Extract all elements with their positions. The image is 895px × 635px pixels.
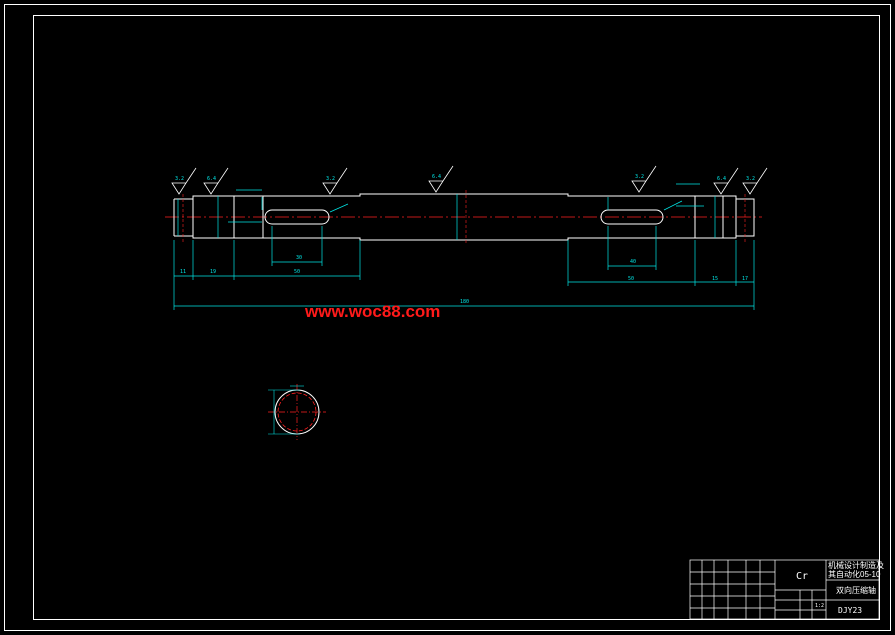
dim-right-seg-1: 50 — [628, 276, 634, 282]
roughness-labels: 3.2 6.4 3.2 6.4 3.2 6.4 3.2 — [175, 174, 755, 182]
roughness-label-3: 3.2 — [326, 176, 335, 182]
roughness-symbols — [171, 165, 768, 195]
dim-left-seg-2: 19 — [210, 269, 216, 275]
title-block-design-title-line1: 机械设计制造及 — [828, 560, 884, 570]
dim-total-length: 180 — [460, 299, 469, 305]
roughness-label-6: 6.4 — [717, 176, 726, 182]
title-block-material: Cr — [796, 571, 808, 582]
dimension-labels: 180 11 19 50 50 15 17 30 40 — [180, 255, 748, 305]
roughness-label-1: 3.2 — [175, 176, 184, 182]
title-block-part-name: 双向压缩轴 — [836, 585, 876, 595]
dim-left-key: 30 — [296, 255, 302, 261]
title-block — [689, 559, 880, 620]
outer-border — [4, 4, 891, 631]
roughness-label-4: 6.4 — [432, 174, 441, 180]
title-block-drawing-no: DJY23 — [838, 606, 862, 615]
dim-left-seg-3: 50 — [294, 269, 300, 275]
watermark-text: www.woc88.com — [304, 302, 440, 321]
dimension-lines — [173, 183, 755, 310]
dim-right-seg-2: 15 — [712, 276, 718, 282]
keyway-right — [600, 209, 664, 225]
section-centerlines — [182, 190, 746, 244]
roughness-label-7: 3.2 — [746, 176, 755, 182]
dim-right-key: 40 — [630, 259, 636, 265]
shaft-outline — [173, 193, 755, 241]
title-block-scale: 1:2 — [815, 603, 824, 609]
dim-left-seg-1: 11 — [180, 269, 186, 275]
title-block-design-title-line2: 其自动化05-10 — [828, 569, 881, 579]
keyway-left — [264, 209, 330, 225]
roughness-label-2: 6.4 — [207, 176, 216, 182]
dim-right-seg-3: 17 — [742, 276, 748, 282]
inner-border — [33, 15, 880, 620]
roughness-label-5: 3.2 — [635, 174, 644, 180]
cross-section-view — [268, 384, 326, 440]
